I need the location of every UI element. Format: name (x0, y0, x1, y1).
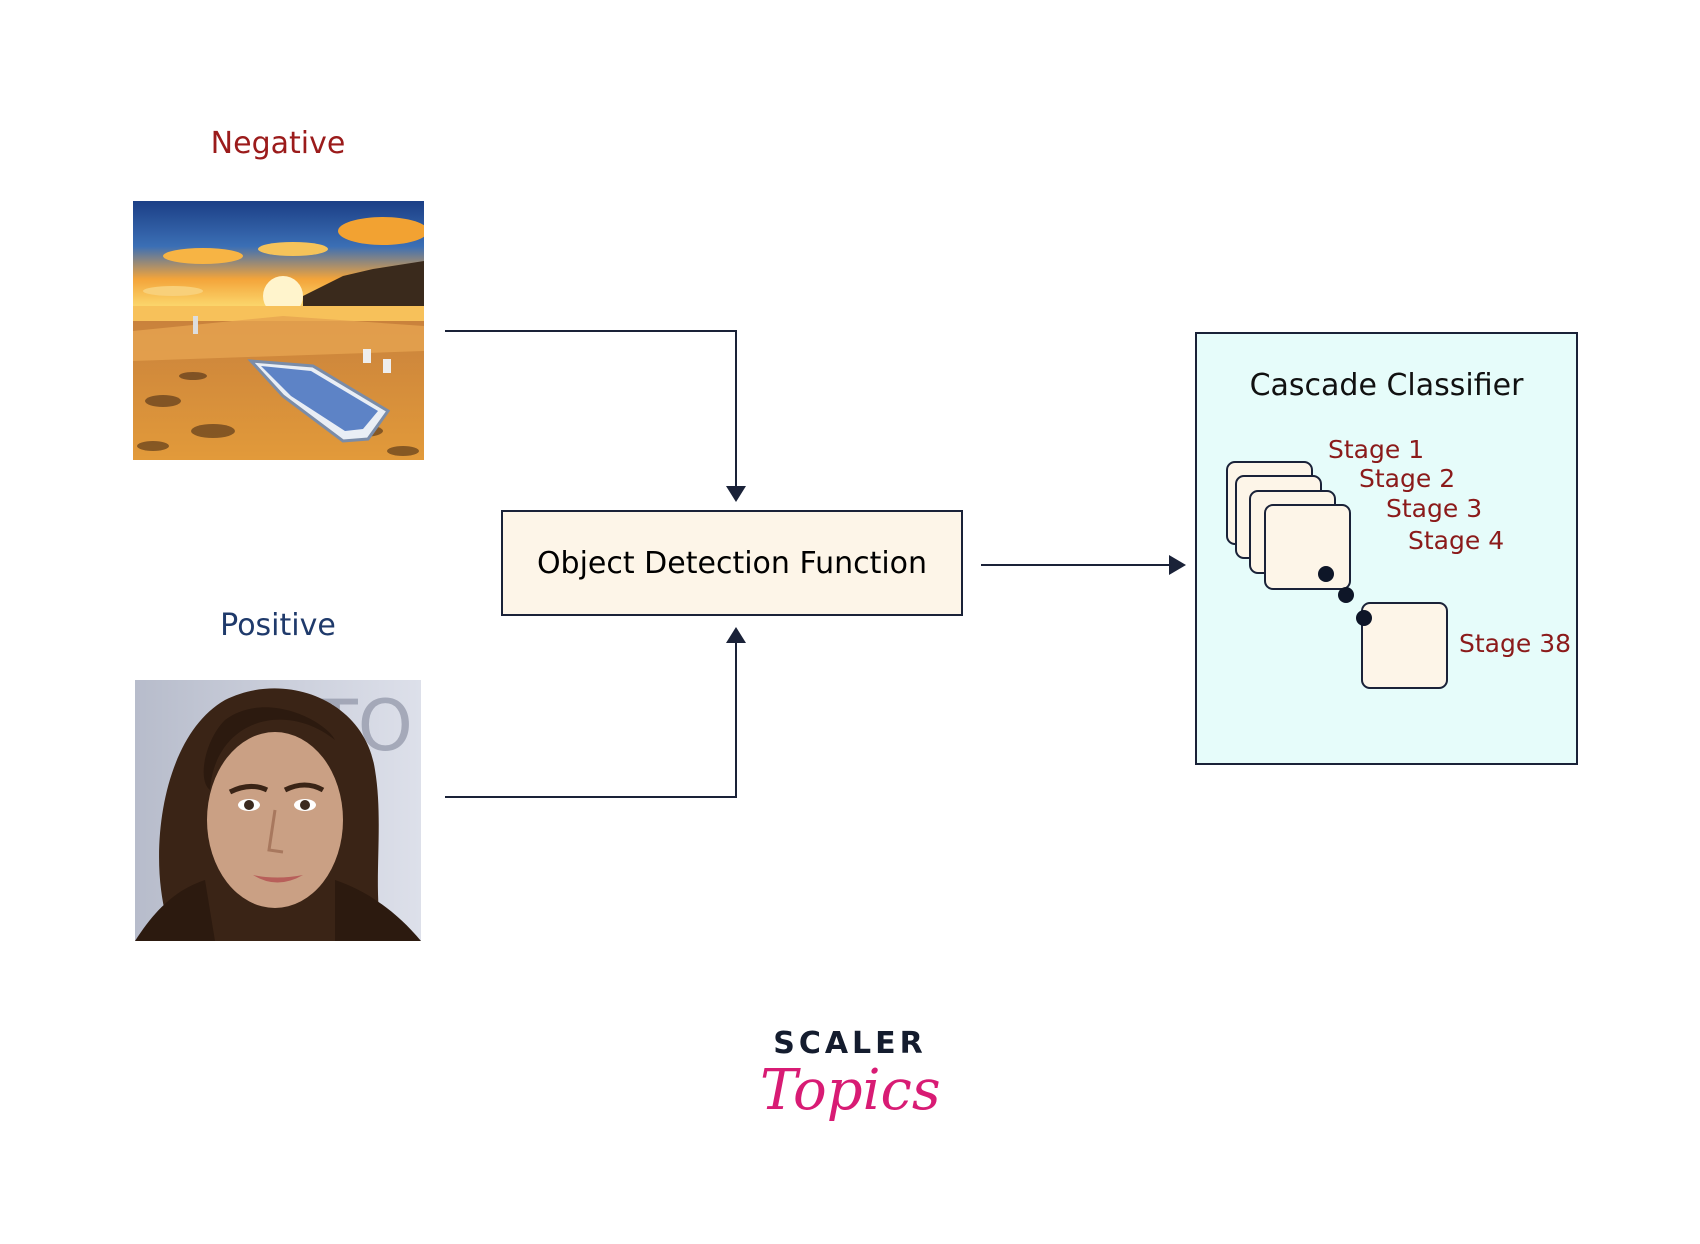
stage-card-4 (1264, 504, 1351, 590)
stage-label-3: Stage 3 (1386, 494, 1483, 523)
ellipsis-dot-3 (1356, 610, 1372, 626)
ellipsis-dot-2 (1338, 587, 1354, 603)
positive-sample-image: TO (135, 680, 421, 941)
logo-word-topics: Topics (760, 1058, 941, 1123)
connector-positive-to-function (445, 640, 737, 798)
negative-label: Negative (210, 126, 346, 161)
arrowhead-down (726, 486, 746, 502)
connector-negative-to-function (445, 330, 737, 488)
stage-label-38: Stage 38 (1459, 629, 1571, 658)
positive-label: Positive (220, 608, 336, 643)
stage-label-4: Stage 4 (1408, 526, 1505, 555)
stage-card-38 (1361, 602, 1448, 689)
logo-word-scaler: SCALER (773, 1026, 927, 1061)
stage-label-2: Stage 2 (1359, 464, 1456, 493)
object-detection-function-box: Object Detection Function (501, 510, 963, 616)
object-detection-function-label: Object Detection Function (536, 545, 928, 581)
scaler-topics-logo: SCALER Topics (760, 1020, 941, 1160)
cascade-classifier-box: Cascade Classifier Stage 1 Stage 2 Stage… (1195, 332, 1578, 765)
negative-sample-image (133, 201, 424, 460)
arrowhead-up (726, 627, 746, 643)
stage-label-1: Stage 1 (1328, 435, 1425, 464)
cascade-classifier-title: Cascade Classifier (1249, 368, 1524, 403)
arrowhead-right (1169, 555, 1186, 575)
ellipsis-dot-1 (1318, 566, 1334, 582)
